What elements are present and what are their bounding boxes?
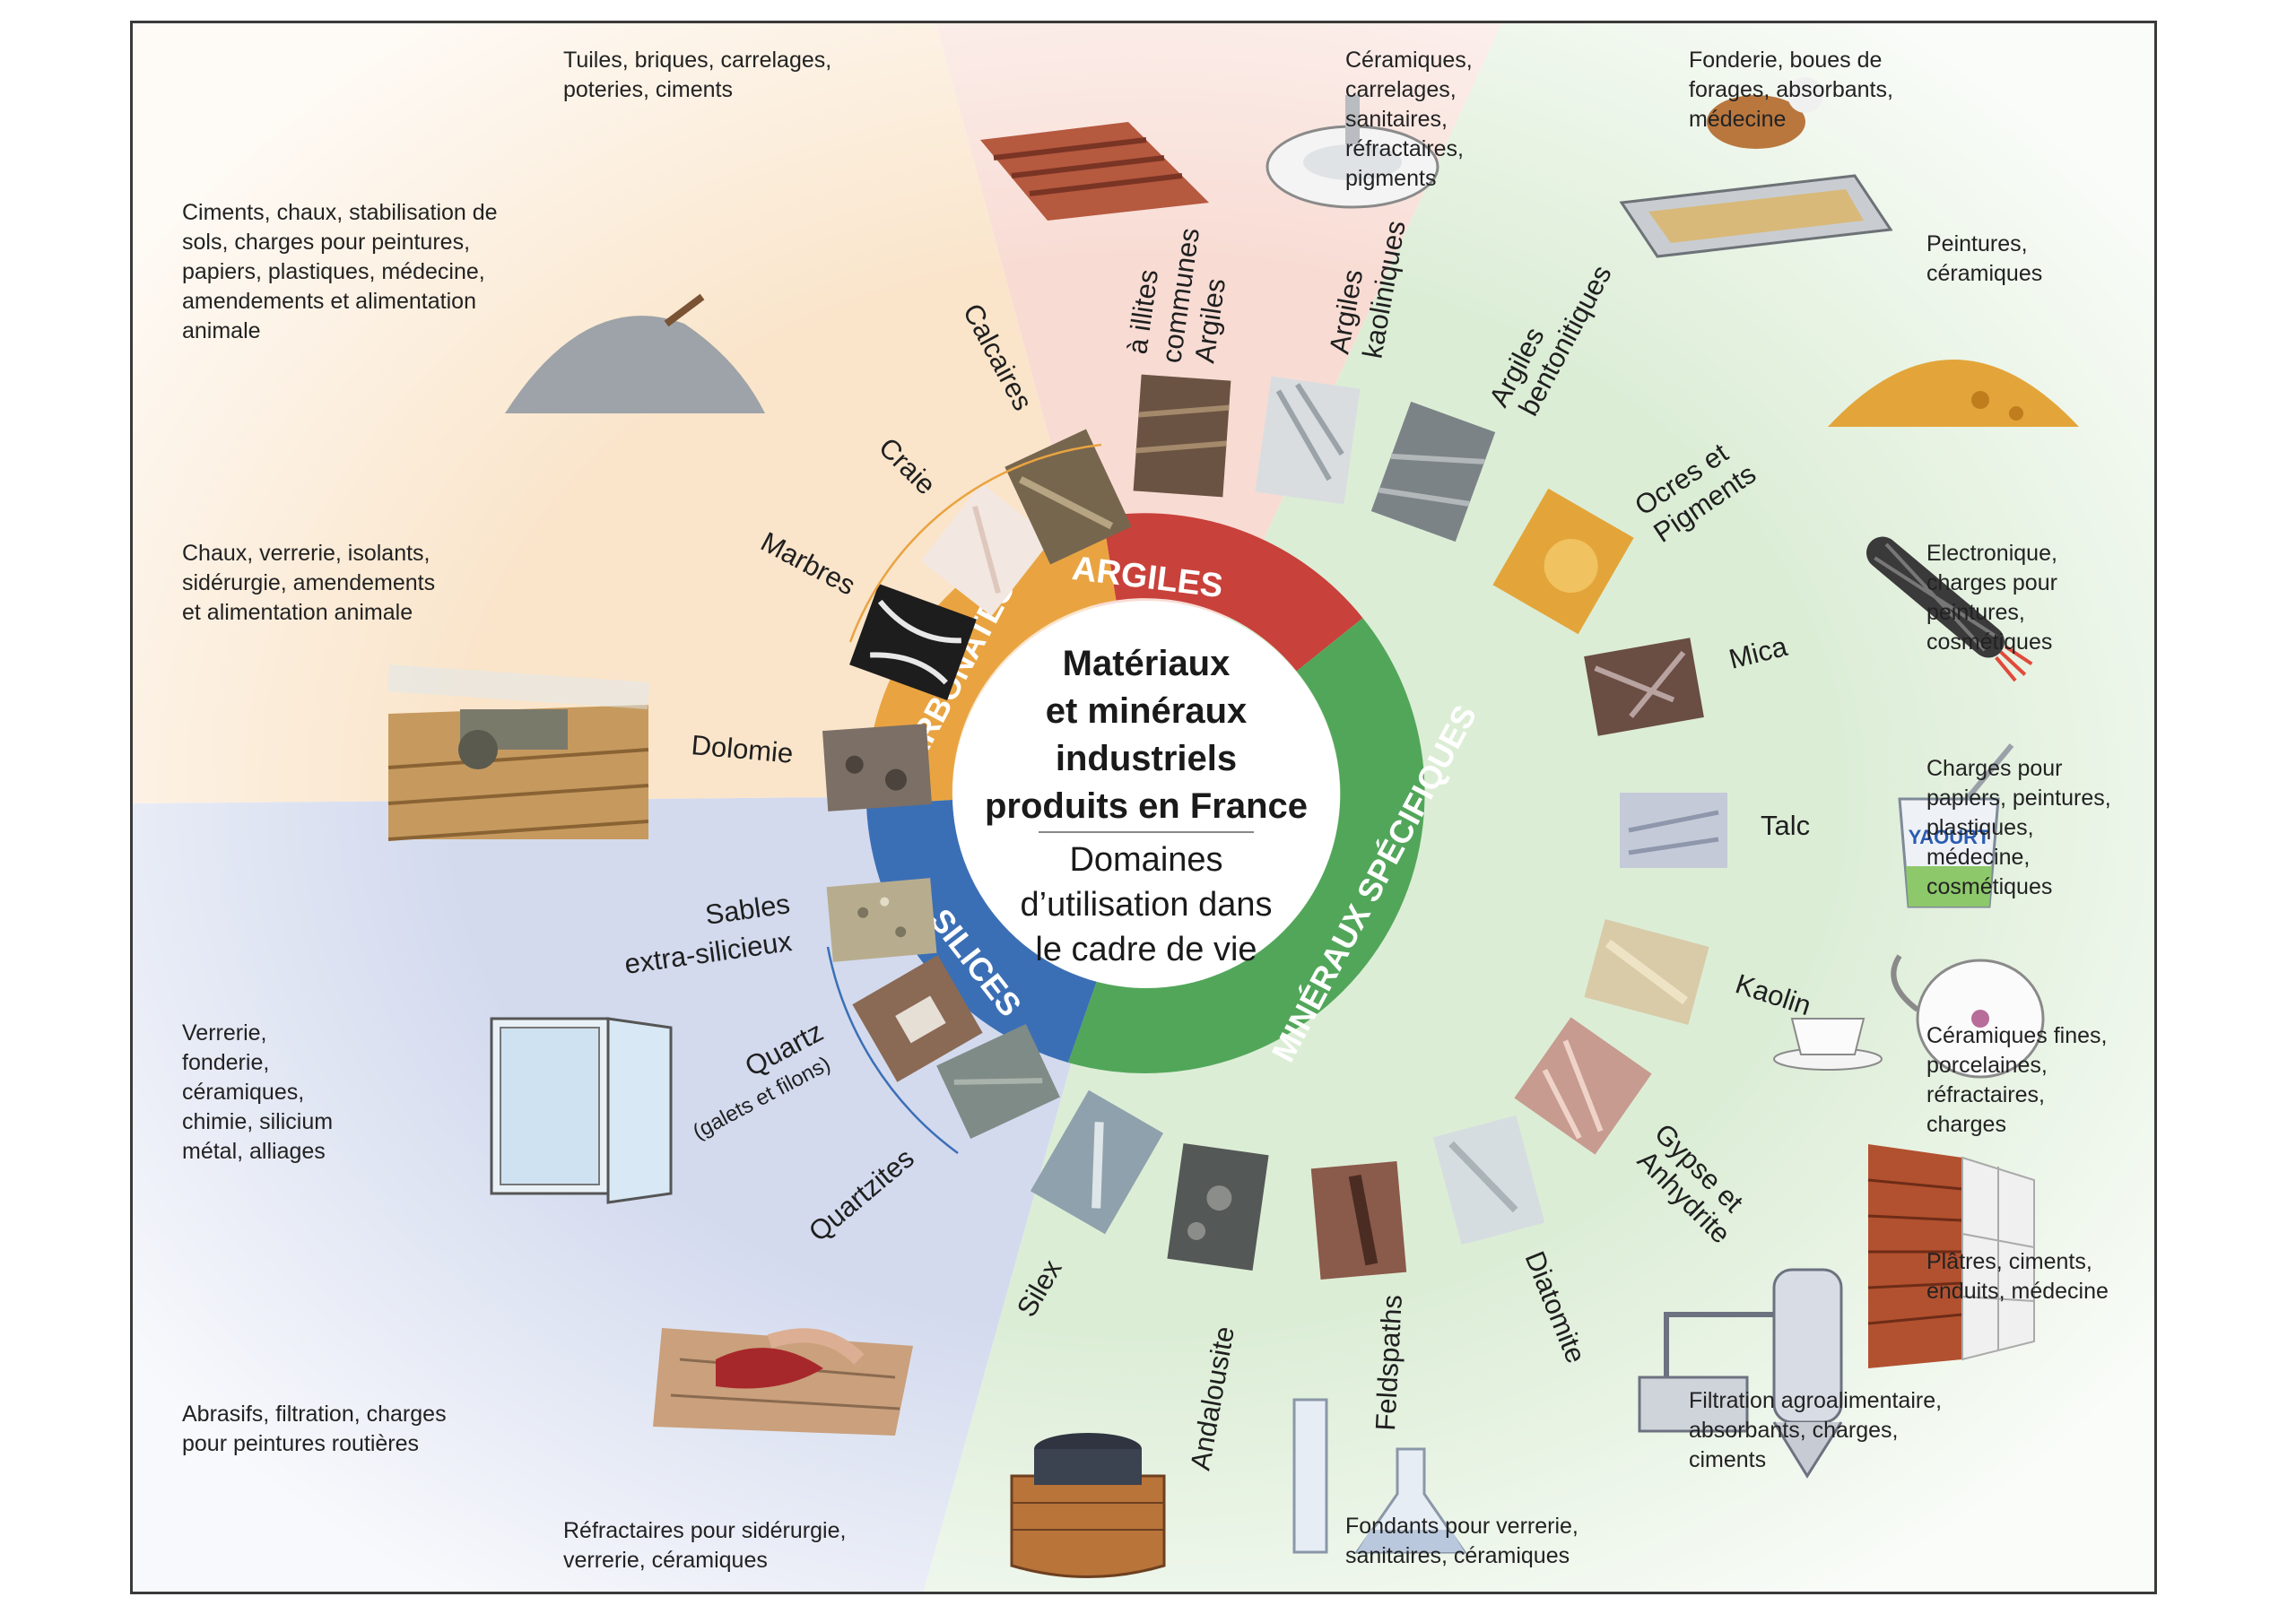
swatch-gypse bbox=[1514, 1017, 1652, 1155]
title-line-3: industriels bbox=[1056, 739, 1237, 778]
sanding-hand-icon bbox=[653, 1328, 913, 1436]
furnace-icon bbox=[1010, 1433, 1166, 1578]
ring-mineraux bbox=[1068, 618, 1425, 1073]
swatch-argiles-bentonitiques bbox=[1370, 401, 1496, 542]
roof-tiles-icon bbox=[980, 122, 1209, 221]
title-line-1: Matériaux bbox=[1063, 644, 1231, 683]
subtitle-line-3: le cadre de vie bbox=[1035, 931, 1257, 968]
sink-icon bbox=[1265, 95, 1439, 209]
use-chaux: Chaux, verrerie, isolants, sidérurgie, a… bbox=[182, 541, 436, 625]
ring bbox=[865, 513, 1425, 1073]
swatch-silex bbox=[1030, 1089, 1164, 1235]
swatch-quartzites bbox=[936, 1023, 1060, 1140]
use-platres: Plâtres, ciments, enduits, médecine bbox=[1926, 1249, 2109, 1304]
tractor-field-icon bbox=[387, 664, 650, 841]
cat-litter-icon bbox=[1619, 77, 1893, 258]
swatch-feldspaths bbox=[1310, 1161, 1407, 1280]
use-peintures: Peintures, céramiques bbox=[1926, 231, 2043, 286]
silices-group-arc bbox=[826, 946, 959, 1155]
use-filtration: Filtration agroalimentaire, absorbants, … bbox=[1689, 1388, 1943, 1472]
use-abrasifs: Abrasifs, filtration, charges pour peint… bbox=[182, 1402, 447, 1456]
ring-silices bbox=[866, 800, 1097, 1063]
swatch-calcaires bbox=[1004, 429, 1132, 565]
carbonates-group-arc bbox=[848, 443, 1102, 643]
swatch-marbres bbox=[849, 584, 977, 700]
swatch-kaolin bbox=[1584, 919, 1709, 1025]
subtitle-line-1: Domaines bbox=[1069, 841, 1222, 879]
swatch-argiles-communes bbox=[1133, 374, 1231, 498]
label-feldspaths: Feldspaths bbox=[1370, 1294, 1408, 1431]
swatch-andalousite bbox=[1167, 1142, 1269, 1271]
use-fonderie: Fonderie, boues de forages, absorbants, … bbox=[1689, 48, 1893, 132]
ring-argiles bbox=[1102, 513, 1363, 672]
swatch-mica bbox=[1584, 638, 1704, 736]
swatch-talc bbox=[1620, 793, 1727, 868]
use-refractaires: Réfractaires pour sidérurgie, verrerie, … bbox=[563, 1518, 847, 1573]
teapot-icon bbox=[1773, 954, 2045, 1079]
window-icon bbox=[490, 1017, 673, 1204]
cable-icon bbox=[1866, 536, 2033, 682]
swatch-argiles-kaoliniques bbox=[1255, 376, 1361, 505]
swatch-ocres bbox=[1492, 488, 1634, 635]
cement-pile-icon bbox=[505, 293, 765, 413]
ochre-powder-icon bbox=[1828, 360, 2079, 427]
swatch-quartz bbox=[852, 955, 983, 1082]
subtitle-line-2: d’utilisation dans bbox=[1021, 886, 1273, 924]
use-ceramiques: Céramiques, carrelages, sanitaires, réfr… bbox=[1345, 48, 1473, 191]
center-title: Matériaux et minéraux industriels produi… bbox=[985, 644, 1308, 968]
use-verrerie: Verrerie, fonderie, céramiques, chimie, … bbox=[182, 1020, 334, 1164]
swatch-diatomite bbox=[1432, 1115, 1545, 1245]
ring-carbonates bbox=[865, 516, 1117, 805]
yogurt-label: YAOURT bbox=[1909, 826, 1990, 848]
use-charges: Charges pour papiers, peintures, plastiq… bbox=[1926, 756, 2111, 899]
center-disc bbox=[952, 601, 1340, 988]
use-electronique: Electronique, charges pour peintures, co… bbox=[1926, 541, 2057, 655]
title-line-4: produits en France bbox=[985, 786, 1308, 826]
label-talc: Talc bbox=[1761, 810, 1810, 841]
filtration-machine-icon bbox=[1638, 1268, 1843, 1479]
use-tuiles: Tuiles, briques, carrelages, poteries, c… bbox=[563, 48, 832, 102]
swatch-dolomie bbox=[822, 724, 932, 812]
yogurt-icon: YAOURT bbox=[1898, 743, 2014, 908]
swatch-craie bbox=[920, 482, 1053, 617]
use-fondants: Fondants pour verrerie, sanitaires, céra… bbox=[1345, 1514, 1578, 1568]
wall-icon bbox=[1867, 1144, 2035, 1368]
use-ceramiques-fines: Céramiques fines, porcelaines, réfractai… bbox=[1926, 1023, 2108, 1137]
diagram-frame: ARGILES CARBONATES SILICES MINÉRAUX SPÉC… bbox=[130, 21, 2157, 1594]
swatch-sables bbox=[826, 878, 937, 962]
mineral-swatches bbox=[822, 374, 1727, 1280]
use-ciments: Ciments, chaux, stabilisation de sols, c… bbox=[182, 200, 498, 343]
title-line-2: et minéraux bbox=[1046, 691, 1248, 731]
glassware-icon bbox=[1292, 1398, 1467, 1554]
mineral-wheel: ARGILES CARBONATES SILICES MINÉRAUX SPÉC… bbox=[133, 23, 2154, 1592]
